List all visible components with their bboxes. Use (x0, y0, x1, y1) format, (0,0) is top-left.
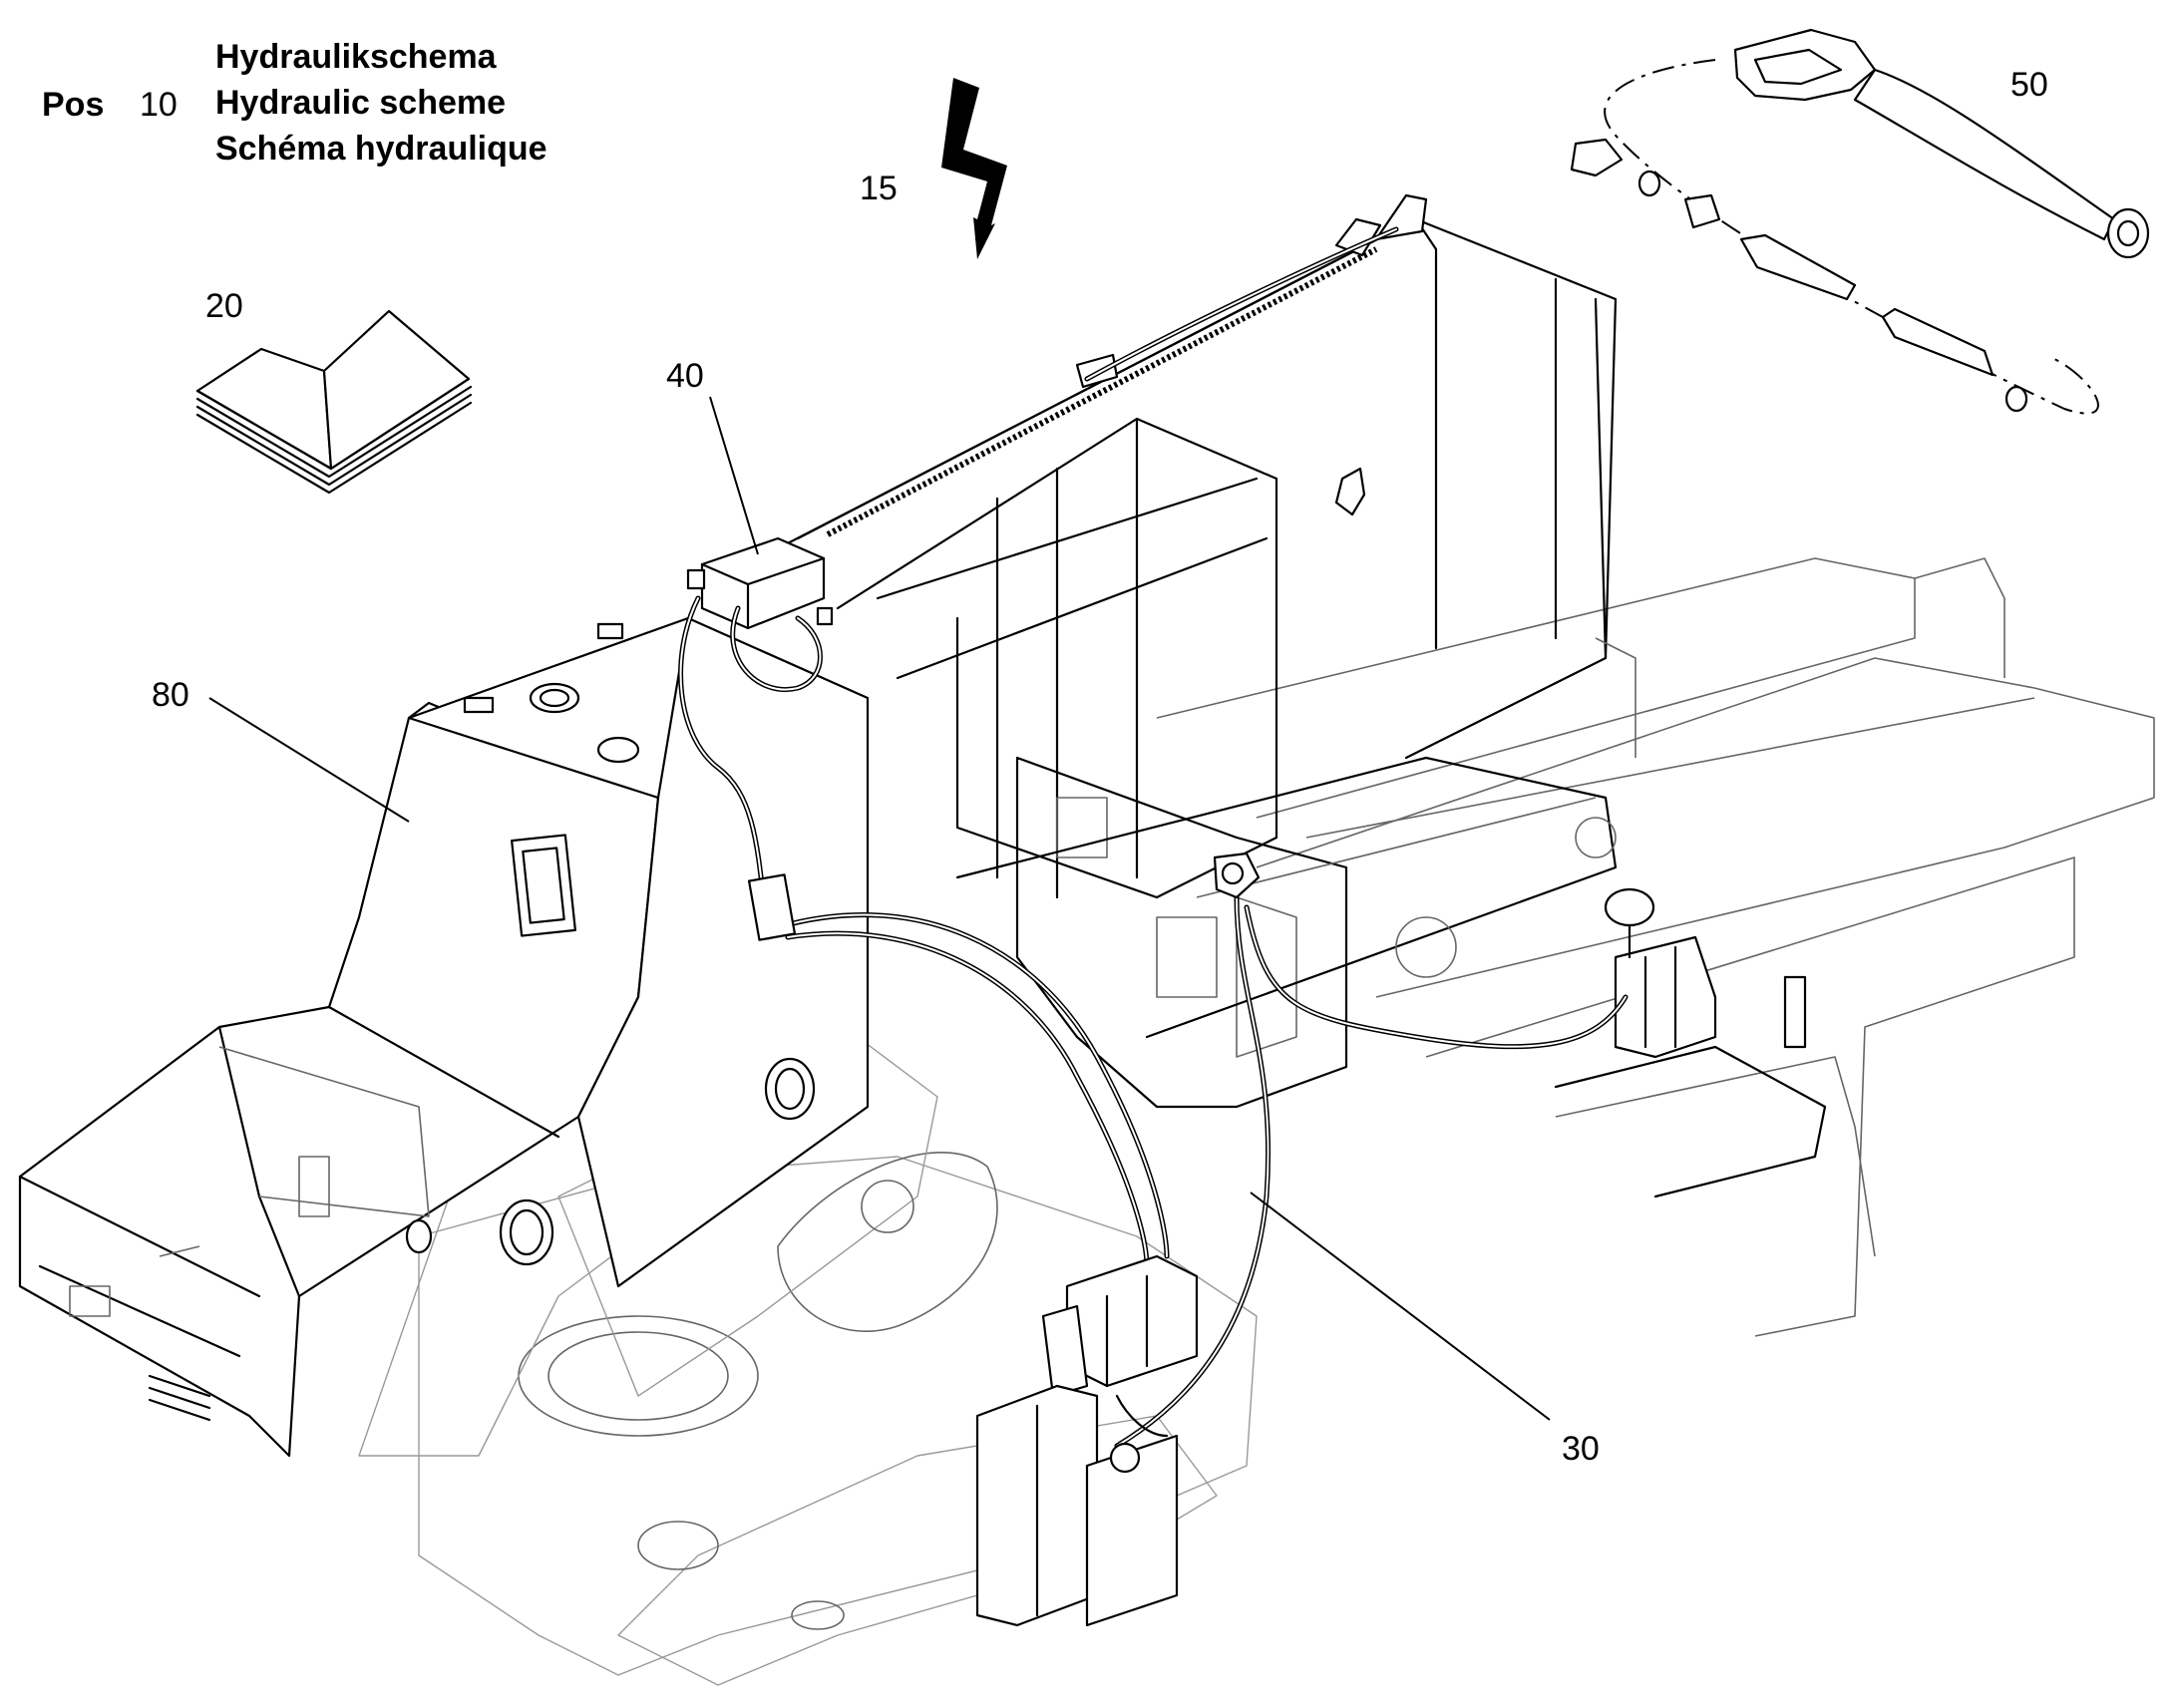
pos-label: Pos (42, 86, 104, 124)
hydraulic-hose-set (678, 226, 1629, 1449)
title-english: Hydraulic scheme (215, 84, 506, 122)
leader-40 (709, 396, 759, 555)
valve-manifold-lower (975, 1254, 1199, 1627)
cab-housing (18, 616, 870, 1458)
pos-number: 10 (140, 86, 178, 124)
title-block: Pos 10 Hydraulikschema Hydraulic scheme … (42, 38, 547, 168)
callout-30: 30 (1562, 1430, 1600, 1468)
callout-50: 50 (2010, 66, 2048, 104)
leader-30 (1250, 1192, 1551, 1421)
callout-20: 20 (205, 287, 243, 325)
grease-gun-assembly (1570, 28, 2150, 415)
leader-80 (208, 697, 410, 823)
title-french: Schéma hydraulique (215, 130, 547, 168)
chassis-frame (358, 557, 2155, 1686)
electrical-lightning-icon (941, 78, 1007, 259)
callout-80: 80 (152, 676, 189, 714)
callout-15: 15 (860, 170, 898, 207)
valve-bank-right (1554, 887, 1827, 1198)
operator-manual-icon (195, 309, 473, 495)
title-german: Hydraulikschema (215, 38, 498, 76)
valve-block-top (686, 536, 834, 630)
callout-40: 40 (666, 357, 704, 395)
platform-structure (776, 193, 1636, 1109)
